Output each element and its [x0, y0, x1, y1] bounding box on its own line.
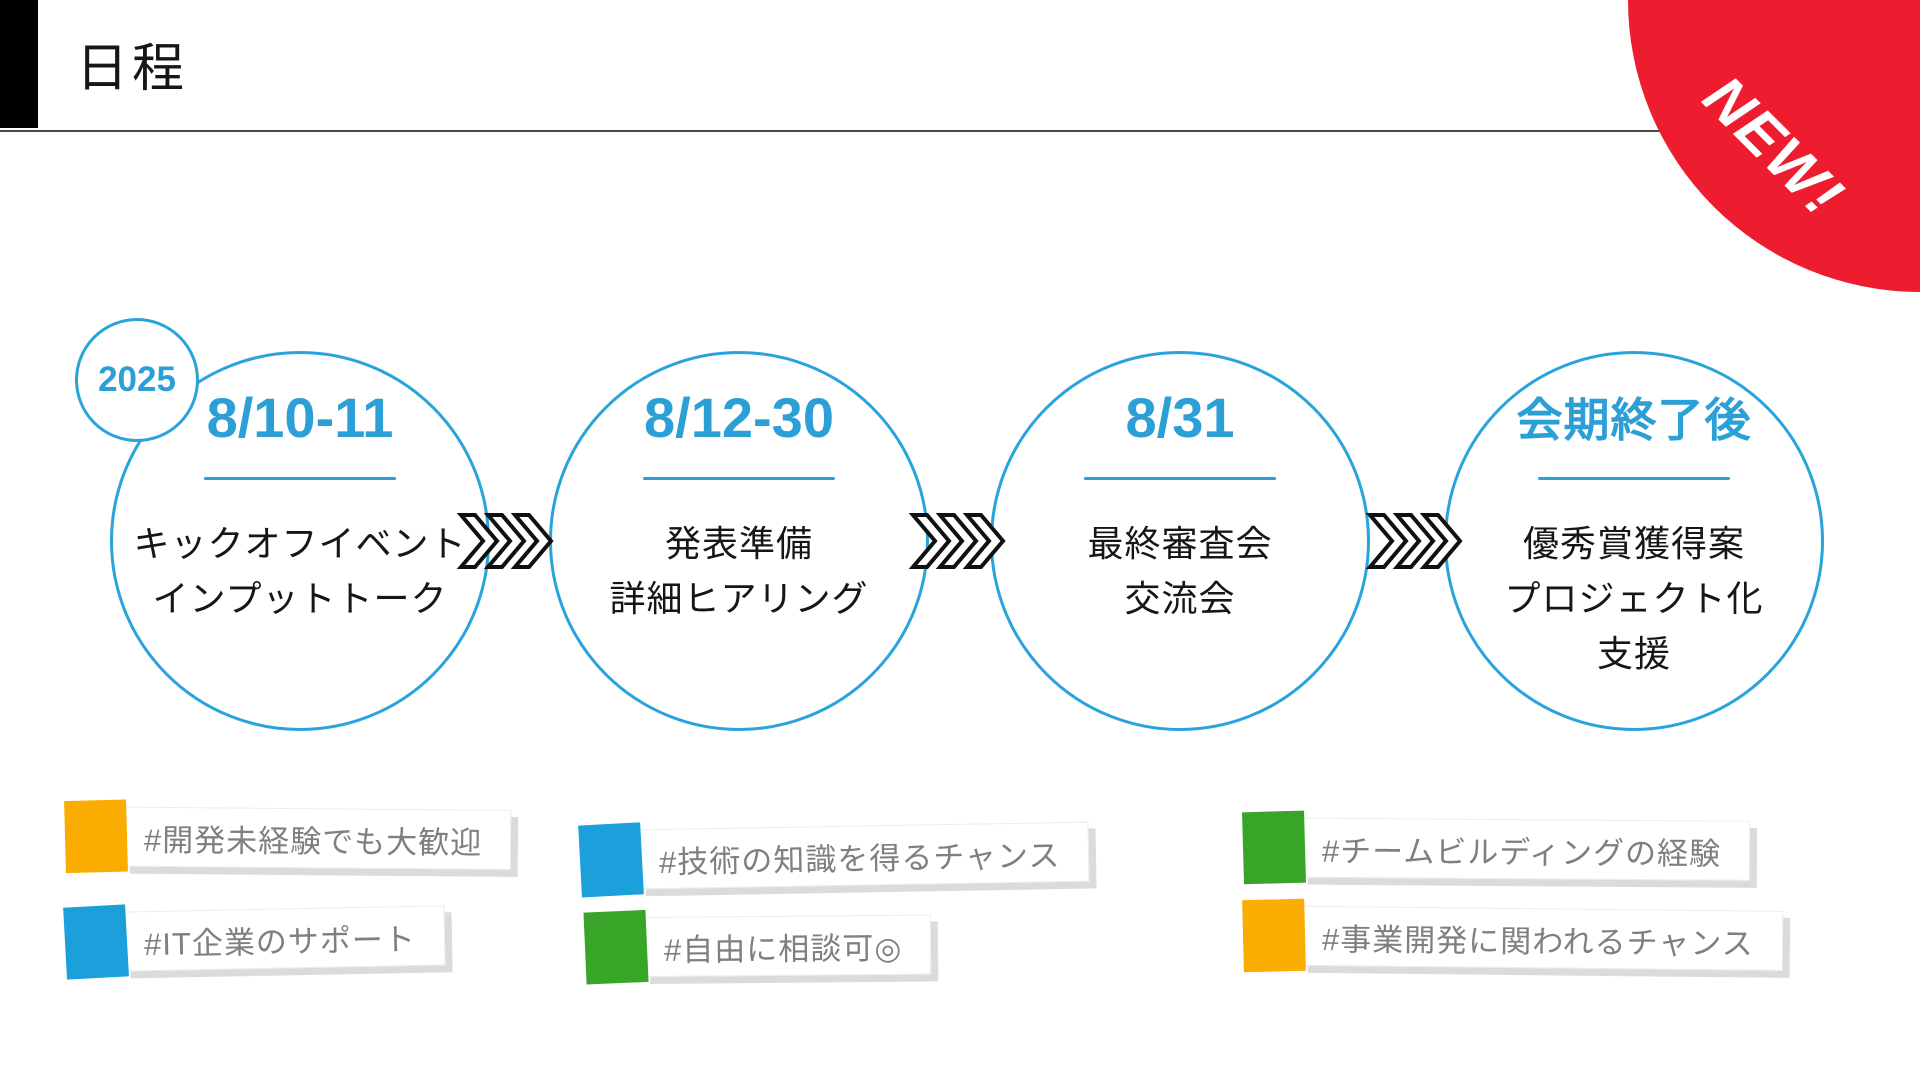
- chevron-arrows-icon: [456, 513, 554, 569]
- step-1-date: 8/10-11: [206, 385, 394, 449]
- step-4-line-3: 支援: [1596, 633, 1671, 674]
- year-badge: 2025: [75, 318, 199, 442]
- tag-label: #事業開発に関われるチャンス: [1321, 921, 1754, 962]
- hashtag-sticker: #開発未経験でも大歓迎: [64, 799, 512, 876]
- step-2-description: 発表準備 詳細ヒアリング: [609, 516, 868, 626]
- hashtag-sticker: #IT企業のサポート: [63, 899, 446, 980]
- chevron-arrows-icon: [1365, 513, 1463, 569]
- tag-color-chip: [1242, 898, 1306, 973]
- tag-bar: #自由に相談可◎: [642, 914, 932, 978]
- tag-bar: #チームビルディングの経験: [1300, 817, 1751, 881]
- hashtag-sticker: #自由に相談可◎: [583, 908, 932, 985]
- timeline-step-2: 8/12-30 発表準備 詳細ヒアリング: [549, 351, 929, 731]
- step-1-line-1: キックオフイベント: [133, 523, 467, 564]
- page-title: 日程: [76, 40, 189, 98]
- tag-bar: #IT企業のサポート: [122, 905, 446, 972]
- step-1-line-2: インプットトーク: [152, 578, 448, 619]
- hashtag-sticker: #技術の知識を得るチャンス: [578, 816, 1090, 898]
- step-4-line-1: 優秀賞獲得案: [1522, 523, 1745, 564]
- tag-label: #自由に相談可◎: [663, 930, 903, 968]
- step-4-line-2: プロジェクト化: [1504, 578, 1764, 619]
- step-3-description: 最終審査会 交流会: [1087, 516, 1272, 626]
- tag-label: #開発未経験でも大歓迎: [143, 822, 483, 861]
- hashtag-sticker: #チームビルディングの経験: [1242, 810, 1751, 887]
- step-3-date: 8/31: [1125, 385, 1235, 449]
- hashtag-sticker: #事業開発に関われるチャンス: [1242, 898, 1784, 977]
- tag-label: #IT企業のサポート: [143, 921, 417, 962]
- step-2-line-1: 発表準備: [664, 523, 813, 564]
- tag-color-chip: [583, 909, 649, 985]
- step-4-date: 会期終了後: [1516, 394, 1752, 446]
- title-divider: [0, 130, 1920, 132]
- new-ribbon-badge: NEW!: [1628, 0, 1920, 292]
- step-2-line-2: 詳細ヒアリング: [609, 578, 869, 619]
- tag-label: #技術の知識を得るチャンス: [658, 837, 1061, 880]
- step-2-date: 8/12-30: [644, 385, 834, 449]
- step-1-underline: [204, 477, 396, 480]
- timeline-step-1: 8/10-11 キックオフイベント インプットトーク: [110, 351, 490, 731]
- tag-bar: #事業開発に関われるチャンス: [1300, 905, 1784, 971]
- tag-color-chip: [1242, 810, 1306, 885]
- tag-color-chip: [63, 904, 129, 980]
- step-1-description: キックオフイベント インプットトーク: [133, 516, 466, 626]
- tag-color-chip: [578, 822, 644, 898]
- chevron-arrows-icon: [908, 513, 1006, 569]
- tag-label: #チームビルディングの経験: [1321, 833, 1722, 872]
- tag-bar: #技術の知識を得るチャンス: [637, 821, 1090, 890]
- step-4-description: 優秀賞獲得案 プロジェクト化 支援: [1504, 516, 1763, 681]
- step-3-line-2: 交流会: [1124, 578, 1236, 619]
- step-3-underline: [1084, 477, 1276, 480]
- step-3-line-1: 最終審査会: [1087, 523, 1273, 564]
- title-accent-block: [0, 0, 38, 128]
- step-2-underline: [643, 477, 835, 480]
- step-4-underline: [1538, 477, 1730, 480]
- timeline-step-4: 会期終了後 優秀賞獲得案 プロジェクト化 支援: [1444, 351, 1824, 731]
- timeline-step-3: 8/31 最終審査会 交流会: [990, 351, 1370, 731]
- tag-color-chip: [64, 799, 128, 874]
- tag-bar: #開発未経験でも大歓迎: [122, 806, 512, 870]
- new-badge-label: NEW!: [1690, 62, 1858, 230]
